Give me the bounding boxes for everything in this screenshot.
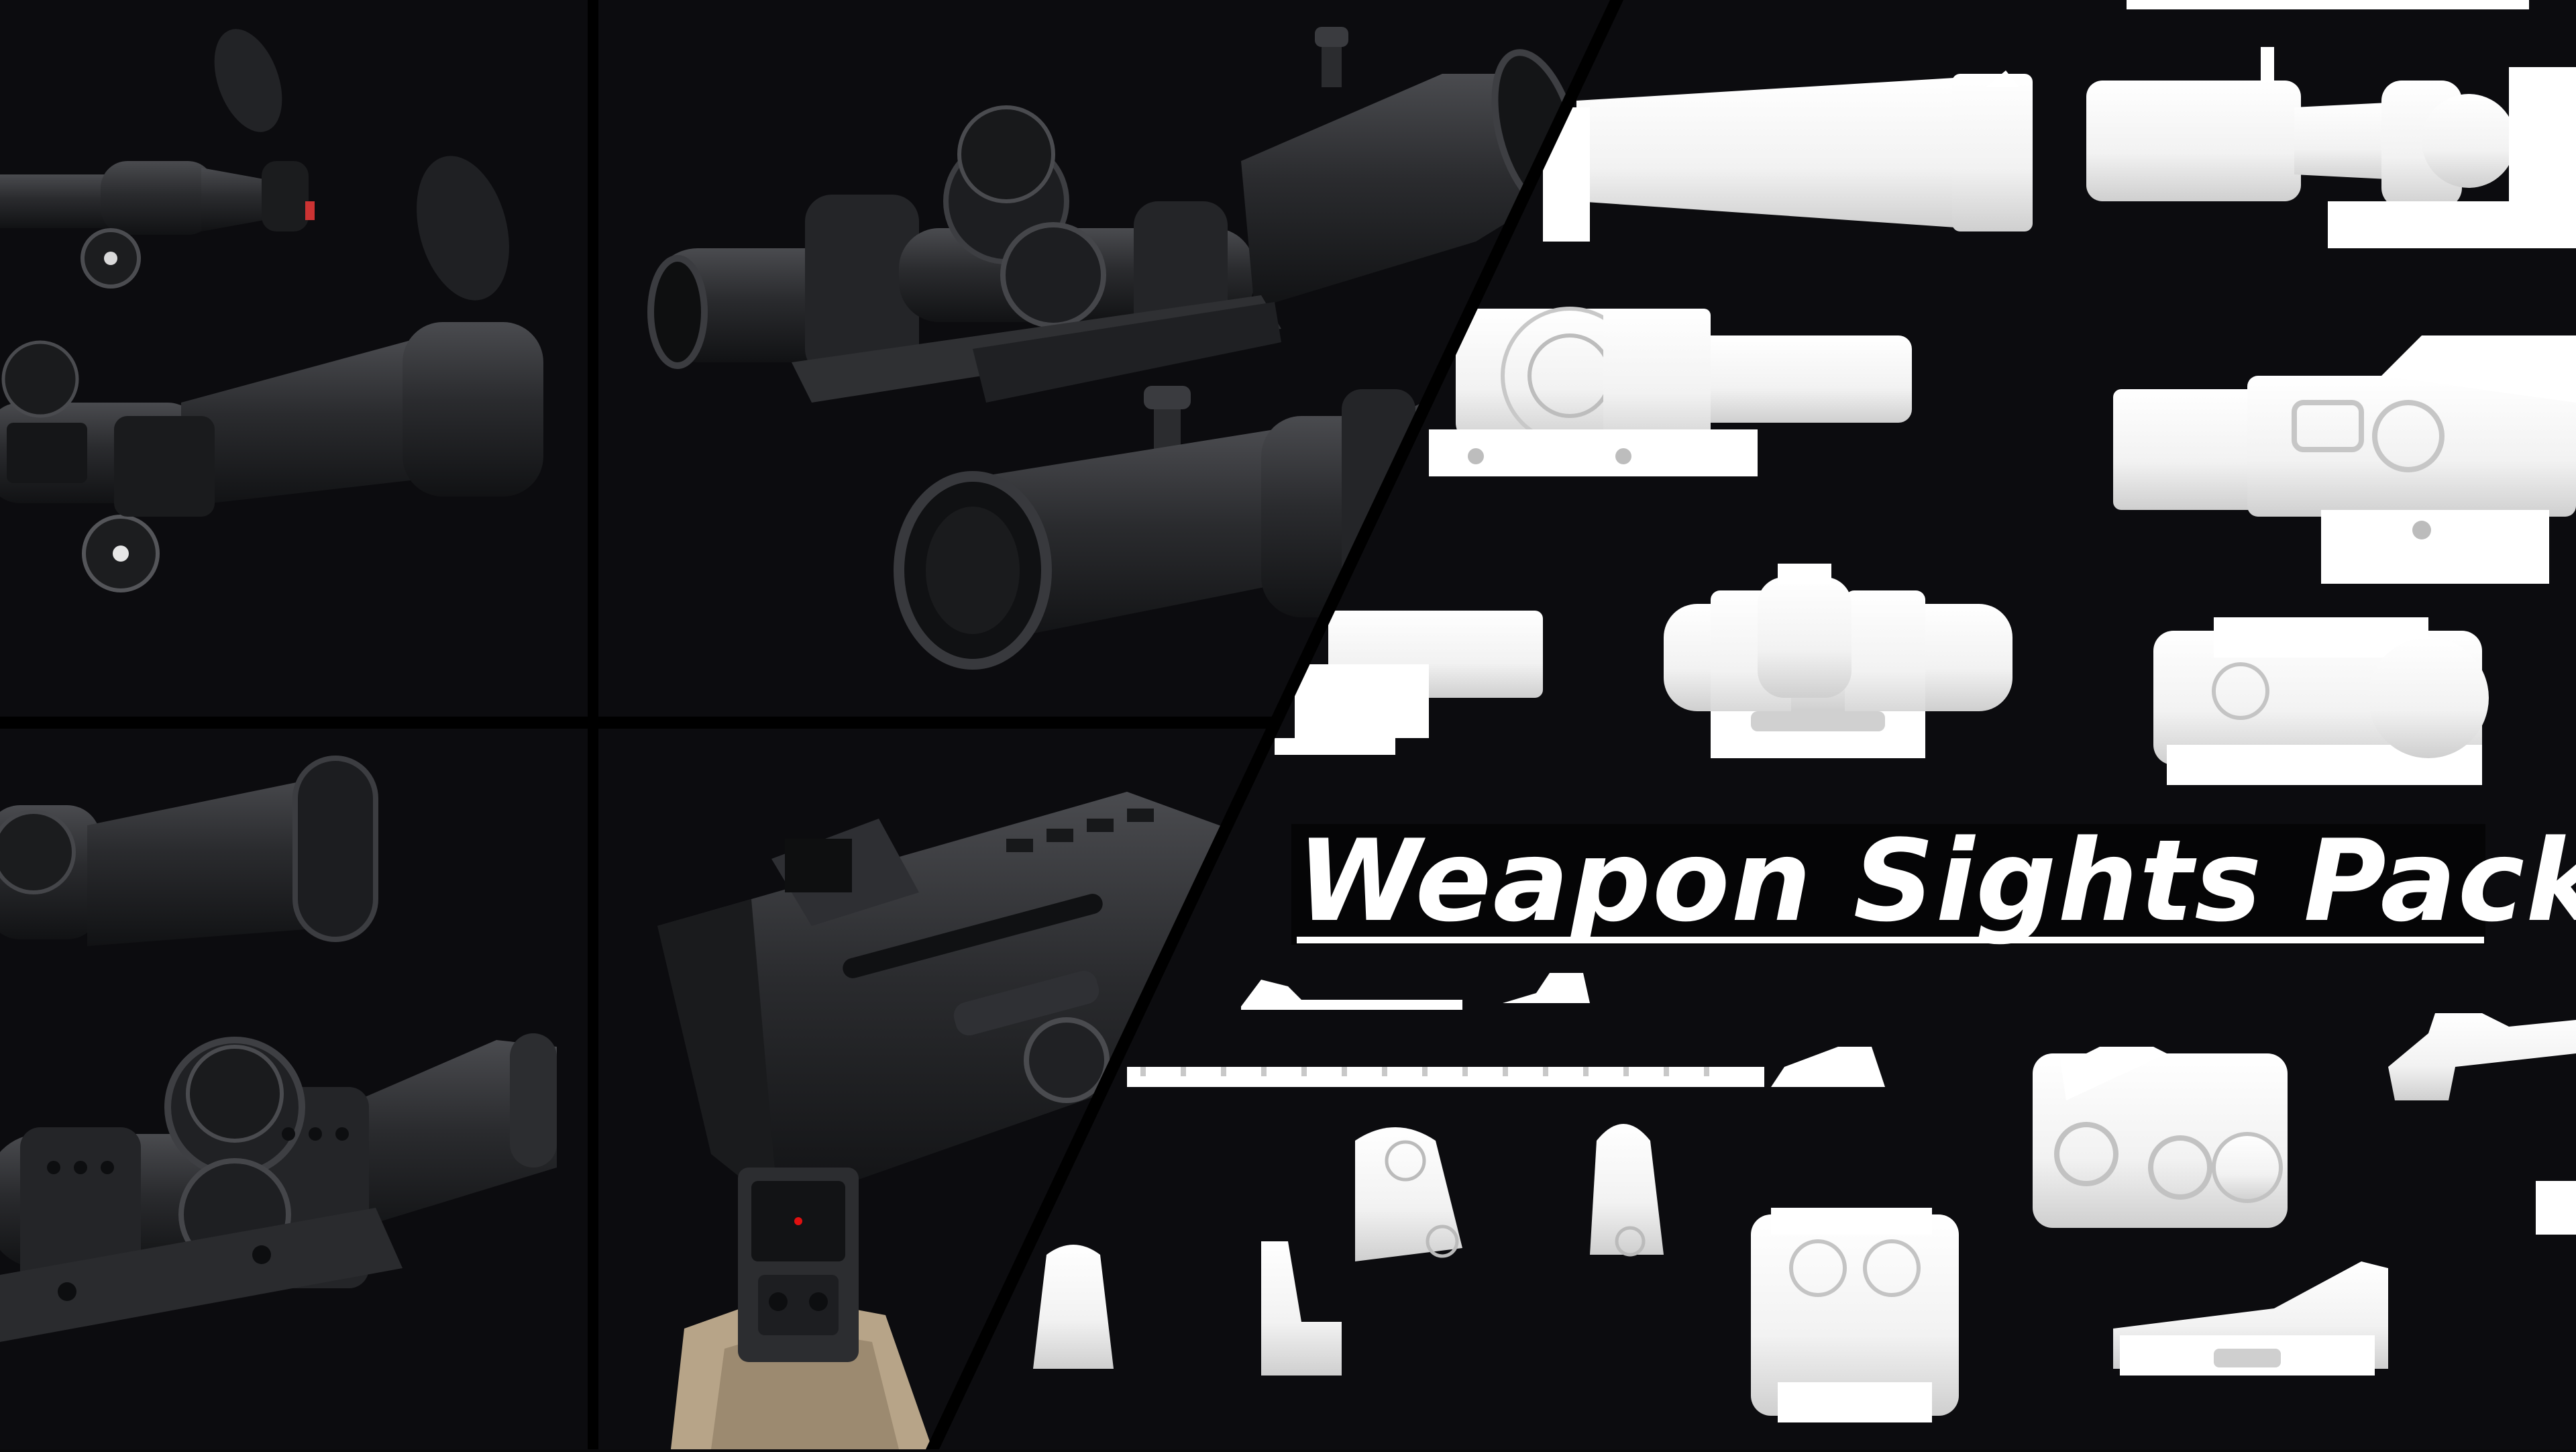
rail-icon xyxy=(1127,1047,1885,1087)
scope-icon xyxy=(647,27,1581,670)
scope-icon xyxy=(1664,564,2012,758)
red-dot-icon xyxy=(2153,617,2489,785)
iron-sight-icon xyxy=(1241,973,1590,1010)
scope-icon xyxy=(1275,611,1543,755)
holographic-sight-icon xyxy=(2033,1047,2288,1228)
scope-icon xyxy=(1429,307,1912,476)
title-banner: Weapon Sights Pack xyxy=(1291,815,2576,947)
bottom-center-panel xyxy=(657,792,1275,1449)
scope-icon xyxy=(0,29,543,592)
banner-title: Weapon Sights Pack xyxy=(1297,815,2576,947)
red-dot-icon xyxy=(1751,1208,1959,1422)
scope-icon xyxy=(0,756,557,1342)
top-left-panel xyxy=(0,29,543,592)
scope-icon xyxy=(1543,0,2529,242)
scope-icon xyxy=(2113,335,2576,584)
red-dot-icon xyxy=(2113,1013,2576,1376)
red-dot-icon xyxy=(671,1168,932,1449)
bottom-left-panel xyxy=(0,756,557,1342)
scope-icon xyxy=(2086,47,2576,248)
iron-sight-icon xyxy=(1033,1124,1664,1376)
title-underline xyxy=(1297,937,2484,943)
rail-icon xyxy=(657,792,1275,1208)
top-center-panel xyxy=(647,27,1581,670)
